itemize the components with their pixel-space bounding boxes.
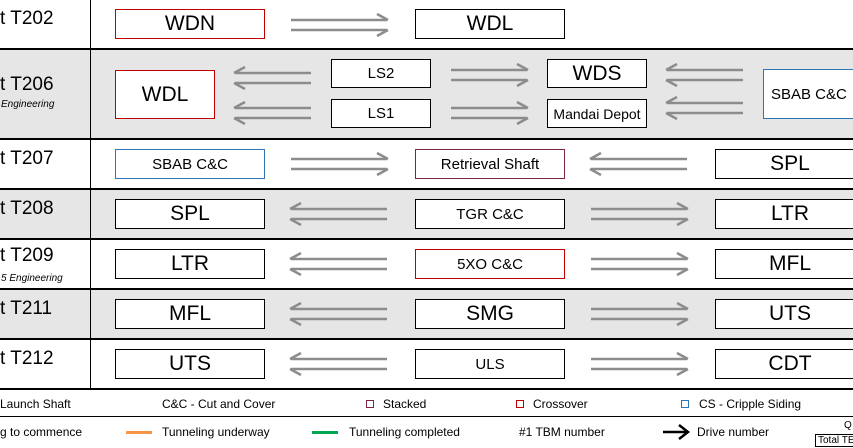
double-arrow-right-icon <box>591 352 689 376</box>
legend-tunneling-completed: Tunneling completed <box>349 425 460 439</box>
station-box-mandai-depot: Mandai Depot <box>547 99 647 128</box>
double-arrow-left-icon <box>665 96 743 120</box>
double-arrow-left-icon <box>289 202 387 226</box>
double-arrow-right-icon <box>451 63 529 87</box>
station-box-spl: SPL <box>115 199 265 229</box>
contract-label-t208: t T208 <box>0 198 54 219</box>
double-arrow-right-icon <box>451 101 529 125</box>
double-arrow-left-icon <box>665 63 743 87</box>
contract-label-t206: t T206 <box>0 74 54 95</box>
row-divider <box>0 238 853 240</box>
station-box-ltr: LTR <box>715 199 853 229</box>
row-divider <box>0 188 853 190</box>
station-box-ltr: LTR <box>115 249 265 279</box>
legend-stacked: Stacked <box>383 397 427 411</box>
column-divider <box>90 0 91 390</box>
corner-label-q: Q <box>844 420 852 431</box>
station-box-retrieval-shaft: Retrieval Shaft <box>415 149 565 179</box>
double-arrow-left-icon <box>233 101 311 125</box>
station-box-mfl: MFL <box>715 249 853 279</box>
station-box-uts: UTS <box>115 349 265 379</box>
station-box-uls: ULS <box>415 349 565 379</box>
legend-cut-and-cover: C&C - Cut and Cover <box>162 397 276 411</box>
double-arrow-right-icon <box>591 302 689 326</box>
double-arrow-right-icon <box>591 252 689 276</box>
station-box-sbab-cc: SBAB C&C <box>763 69 853 119</box>
double-arrow-left-icon <box>289 252 387 276</box>
double-arrow-left-icon <box>289 352 387 376</box>
contract-label-t207: t T207 <box>0 148 54 169</box>
completed-line-icon <box>312 431 338 434</box>
legend-yet-to-commence: g to commence <box>0 425 83 439</box>
station-box-5xo-cc: 5XO C&C <box>415 249 565 279</box>
contract-subtitle-t206: Engineering <box>1 99 55 110</box>
legend-tunneling-underway: Tunneling underway <box>162 425 270 439</box>
double-arrow-right-icon <box>591 202 689 226</box>
legend-divider <box>0 416 853 417</box>
legend-launch-shaft: Launch Shaft <box>0 397 71 411</box>
contract-label-t202: t T202 <box>0 8 54 29</box>
station-box-wdn: WDN <box>115 9 265 39</box>
stacked-swatch-icon <box>366 400 374 408</box>
station-box-ls2: LS2 <box>331 59 431 88</box>
double-arrow-right-icon <box>291 152 389 176</box>
legend-tbm-number: #1 TBM number <box>519 425 605 439</box>
drive-arrow-icon <box>663 424 690 440</box>
legend-cripple-siding: CS - Cripple Siding <box>699 397 802 411</box>
row-divider <box>0 288 853 290</box>
station-box-spl: SPL <box>715 149 853 179</box>
double-arrow-left-icon <box>289 302 387 326</box>
station-box-wdl: WDL <box>115 70 215 119</box>
contract-label-t211: t T211 <box>0 298 53 319</box>
double-arrow-left-icon <box>589 152 687 176</box>
station-box-mfl: MFL <box>115 299 265 329</box>
row-divider <box>0 138 853 140</box>
station-box-wdl: WDL <box>415 9 565 39</box>
row-divider <box>0 48 853 50</box>
cripple-siding-swatch-icon <box>681 400 689 408</box>
row-divider <box>0 388 853 390</box>
double-arrow-left-icon <box>233 66 311 90</box>
contract-label-t212: t T212 <box>0 348 54 369</box>
station-box-sbab-cc: SBAB C&C <box>115 149 265 179</box>
contract-subtitle-t209: 5 Engineering <box>1 273 63 284</box>
station-box-smg: SMG <box>415 299 565 329</box>
station-box-wds: WDS <box>547 59 647 88</box>
legend-crossover: Crossover <box>533 397 588 411</box>
row-divider <box>0 338 853 340</box>
station-box-ls1: LS1 <box>331 99 431 128</box>
station-box-uts: UTS <box>715 299 853 329</box>
underway-line-icon <box>126 431 152 434</box>
station-box-cdt: CDT <box>715 349 853 379</box>
corner-label-total: Total TE <box>815 434 853 447</box>
crossover-swatch-icon <box>516 400 524 408</box>
double-arrow-right-icon <box>291 13 389 37</box>
legend-drive-number: Drive number <box>697 425 770 439</box>
station-box-tgr-cc: TGR C&C <box>415 199 565 229</box>
contract-label-t209: t T209 <box>0 245 54 266</box>
